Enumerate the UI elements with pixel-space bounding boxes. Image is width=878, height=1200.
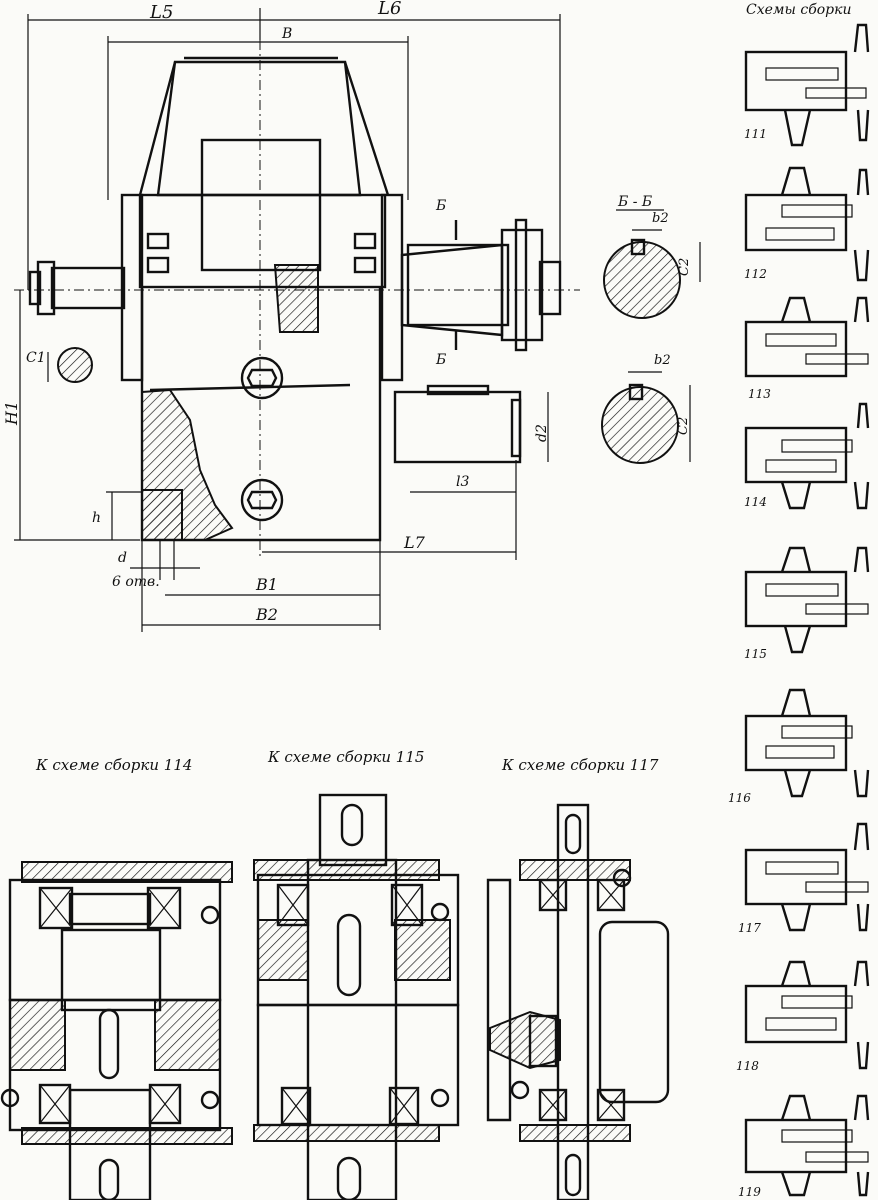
detail-views: К схеме сборки 114 К схеме сборки 115 К … bbox=[0, 748, 670, 1200]
scheme-112: 112 bbox=[744, 166, 870, 282]
scheme-113: 113 bbox=[744, 296, 870, 401]
holes-note: 6 отв. bbox=[112, 574, 160, 590]
dim-b1: B1 bbox=[255, 575, 278, 594]
scheme-label: 119 bbox=[738, 1185, 761, 1199]
section-marker-bottom: Б bbox=[435, 352, 446, 368]
section-title: Б - Б bbox=[617, 194, 652, 210]
scheme-116: 116 bbox=[728, 688, 870, 805]
dim-b2-top: b2 bbox=[652, 211, 669, 226]
dim-h1: H1 bbox=[2, 401, 21, 426]
detail-view-117 bbox=[486, 803, 670, 1200]
scheme-111: 111 bbox=[744, 23, 870, 147]
dim-d: d bbox=[118, 550, 127, 566]
dim-d2: d2 bbox=[534, 424, 550, 442]
dim-c2-bottom: C2 bbox=[676, 417, 691, 435]
scheme-115: 115 bbox=[744, 546, 870, 661]
schemes-title: Схемы сборки bbox=[746, 2, 852, 18]
section-marker-top: Б bbox=[435, 198, 446, 214]
dim-l7: L7 bbox=[403, 533, 426, 552]
shaft-details: Б - Б b2 C2 b2 C2 d2 l3 bbox=[393, 194, 701, 493]
scheme-label: 113 bbox=[748, 387, 771, 401]
scheme-117: 117 bbox=[738, 822, 870, 935]
dim-l3: l3 bbox=[456, 474, 469, 490]
dim-c2-top: C2 bbox=[677, 258, 692, 276]
scheme-label: 116 bbox=[728, 791, 751, 805]
detail-title-115: К схеме сборки 115 bbox=[267, 748, 424, 766]
main-view: L5 L6 B bbox=[2, 0, 580, 632]
scheme-label: 115 bbox=[744, 647, 767, 661]
scheme-label: 112 bbox=[744, 267, 767, 281]
scheme-label: 117 bbox=[738, 921, 761, 935]
scheme-118: 118 bbox=[736, 960, 870, 1073]
detail-view-115 bbox=[253, 793, 460, 1200]
detail-title-117: К схеме сборки 117 bbox=[501, 756, 659, 774]
dim-l6: L6 bbox=[377, 0, 401, 19]
scheme-label: 114 bbox=[744, 495, 767, 509]
dim-b2: B2 bbox=[255, 605, 278, 624]
detail-view-114 bbox=[0, 861, 233, 1200]
detail-title-114: К схеме сборки 114 bbox=[35, 756, 192, 774]
dim-l5: L5 bbox=[149, 2, 173, 23]
dim-b2-bottom: b2 bbox=[654, 353, 671, 368]
dim-b: B bbox=[281, 26, 292, 42]
scheme-114: 114 bbox=[744, 402, 870, 510]
scheme-119: 119 bbox=[738, 1094, 870, 1199]
assembly-schemes: Схемы сборки 111 112 113 bbox=[728, 2, 870, 1199]
dim-h: h bbox=[92, 510, 101, 526]
scheme-label: 118 bbox=[736, 1059, 759, 1073]
scheme-label: 111 bbox=[744, 127, 767, 141]
dim-c1: C1 bbox=[26, 350, 46, 366]
